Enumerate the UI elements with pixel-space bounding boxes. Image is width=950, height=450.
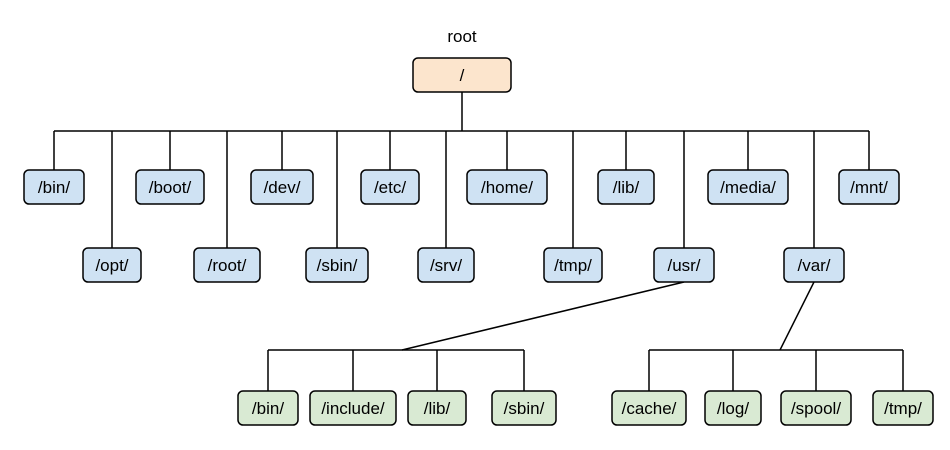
node-root-box: [412, 57, 512, 93]
node-var-cache: /cache/: [611, 390, 687, 426]
node-usr-11: /usr/: [653, 247, 715, 283]
node-usr-11-label: /usr/: [667, 256, 700, 275]
node-tmp-9-label: /tmp/: [554, 256, 592, 275]
node-usr-lib-label: /lib/: [424, 399, 451, 418]
node-lib-10-box: [597, 169, 655, 205]
node-usr-include-label: /include/: [321, 399, 385, 418]
node-tmp-9-box: [543, 247, 603, 283]
node-var-cache-label: /cache/: [622, 399, 677, 418]
node-var-13-box: [783, 247, 845, 283]
node-mnt-14-label: /mnt/: [850, 178, 888, 197]
node-root: /: [412, 57, 512, 93]
node-media-12-label: /media/: [720, 178, 776, 197]
node-bin-0: /bin/: [23, 169, 85, 205]
node-usr-sbin-label: /sbin/: [504, 399, 545, 418]
node-var-tmp-box: [872, 390, 934, 426]
node-var-spool-box: [780, 390, 852, 426]
node-var-log-box: [704, 390, 762, 426]
node-etc-6-box: [360, 169, 420, 205]
edge-usr-diagonal: [401, 281, 685, 351]
node-tmp-9: /tmp/: [543, 247, 603, 283]
node-usr-bin-label: /bin/: [252, 399, 284, 418]
node-media-12-box: [707, 169, 789, 205]
node-root-3-box: [193, 247, 261, 283]
node-opt-1-label: /opt/: [95, 256, 128, 275]
node-var-13: /var/: [783, 247, 845, 283]
node-var-spool: /spool/: [780, 390, 852, 426]
node-dev-4-box: [250, 169, 314, 205]
node-usr-sbin: /sbin/: [491, 390, 557, 426]
edge-var-diagonal: [779, 281, 815, 351]
node-sbin-5-label: /sbin/: [317, 256, 358, 275]
node-var-log-label: /log/: [717, 399, 749, 418]
node-usr-include: /include/: [309, 390, 397, 426]
node-opt-1-box: [82, 247, 142, 283]
node-opt-1: /opt/: [82, 247, 142, 283]
node-usr-lib: /lib/: [407, 390, 467, 426]
node-dev-4: /dev/: [250, 169, 314, 205]
node-root-label: /: [460, 66, 465, 85]
node-dev-4-label: /dev/: [264, 178, 301, 197]
node-var-cache-box: [611, 390, 687, 426]
node-bin-0-box: [23, 169, 85, 205]
node-boot-2-label: /boot/: [149, 178, 192, 197]
node-mnt-14-box: [838, 169, 900, 205]
node-etc-6: /etc/: [360, 169, 420, 205]
node-usr-sbin-box: [491, 390, 557, 426]
node-srv-7: /srv/: [417, 247, 475, 283]
node-var-log: /log/: [704, 390, 762, 426]
node-home-8-box: [466, 169, 548, 205]
node-bin-0-label: /bin/: [38, 178, 70, 197]
node-lib-10-label: /lib/: [613, 178, 640, 197]
node-home-8-label: /home/: [481, 178, 533, 197]
node-home-8: /home/: [466, 169, 548, 205]
node-var-tmp: /tmp/: [872, 390, 934, 426]
node-lib-10: /lib/: [597, 169, 655, 205]
node-boot-2-box: [135, 169, 205, 205]
node-usr-include-box: [309, 390, 397, 426]
tree-nodes: / /bin/ /opt/ /boot/ /root/ /dev/ /sbin/ /etc/ /…: [23, 57, 934, 426]
node-var-spool-label: /spool/: [791, 399, 841, 418]
node-usr-bin: /bin/: [237, 390, 299, 426]
node-root-3: /root/: [193, 247, 261, 283]
node-usr-11-box: [653, 247, 715, 283]
root-label: root: [447, 27, 477, 46]
node-usr-lib-box: [407, 390, 467, 426]
node-etc-6-label: /etc/: [374, 178, 406, 197]
node-usr-bin-box: [237, 390, 299, 426]
node-var-tmp-label: /tmp/: [884, 399, 922, 418]
node-media-12: /media/: [707, 169, 789, 205]
node-boot-2: /boot/: [135, 169, 205, 205]
node-srv-7-label: /srv/: [430, 256, 462, 275]
tree-edges: [53, 92, 904, 391]
node-var-13-label: /var/: [797, 256, 830, 275]
node-sbin-5-box: [305, 247, 369, 283]
node-mnt-14: /mnt/: [838, 169, 900, 205]
node-srv-7-box: [417, 247, 475, 283]
node-root-3-label: /root/: [208, 256, 247, 275]
node-sbin-5: /sbin/: [305, 247, 369, 283]
